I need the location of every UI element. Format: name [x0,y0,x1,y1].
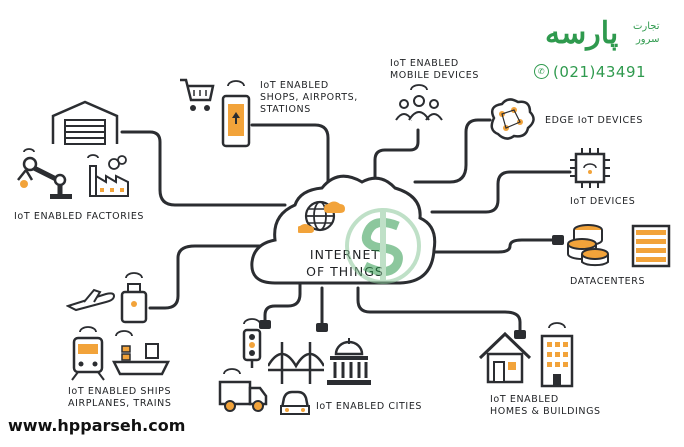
globe-icon [298,200,345,233]
label-mobile-line1: IoT ENABLED [390,58,459,69]
label-cities: IoT ENABLED CITIES [316,401,423,412]
car-icon [280,390,310,415]
label-mobile-line2: MOBILE DEVICES [390,70,479,81]
label-homes: IoT ENABLED HOMES & BUILDINGS [490,394,601,418]
database-icon [567,224,609,267]
cloud-title-line1: INTERNET [309,247,381,262]
airplane-icon [66,288,116,312]
phone-number: ✆ (021)43491 [534,63,647,81]
label-edge: EDGE IoT DEVICES [545,115,644,126]
label-homes-line2: HOMES & BUILDINGS [490,406,601,417]
brand-subtitle: تجارت سرور [633,20,660,46]
label-factories: IoT ENABLED FACTORIES [14,211,145,222]
house-icon [478,331,532,384]
warehouse-icon [51,100,119,145]
brand-name: پارسه [545,16,619,51]
bridge-icon [268,342,324,384]
ship-icon [112,330,171,376]
people-group-icon [395,84,443,121]
cloud-shape [250,174,437,285]
label-iot-devices: IoT DEVICES [570,196,636,207]
label-datacenters: DATACENTERS [570,276,646,287]
luggage-icon [120,272,148,324]
label-shops-line3: STATIONS [260,104,311,115]
server-rack-icon [631,224,671,268]
label-transport: IoT ENABLED SHIPS AIRPLANES, TRAINS [68,386,171,410]
phone-text: (021)43491 [553,63,647,81]
smartphone-icon [221,80,251,148]
label-transport-line2: AIRPLANES, TRAINS [68,398,172,409]
label-mobile: IoT ENABLED MOBILE DEVICES [390,58,479,82]
brand-subtitle-line1: تجارت [633,21,660,32]
label-shops-line2: SHOPS, AIRPORTS, [260,92,358,103]
label-shops: IoT ENABLED SHOPS, AIRPORTS, STATIONS [260,80,358,116]
chip-icon [570,148,610,188]
label-homes-line1: IoT ENABLED [490,394,559,405]
traffic-light-icon [242,318,262,368]
truck-icon [218,368,268,412]
robot-arm-icon [17,148,72,199]
brain-network-icon [490,98,535,140]
label-shops-line1: IoT ENABLED [260,80,329,91]
phone-icon: ✆ [534,64,549,79]
brand-subtitle-line2: سرور [635,34,660,45]
factory-icon [87,154,129,197]
watermark-logo-icon [345,208,421,284]
website-url: www.hpparseh.com [8,416,186,435]
label-transport-line1: IoT ENABLED SHIPS [68,386,172,397]
government-building-icon [327,338,371,385]
train-icon [71,326,105,381]
shopping-cart-icon [180,78,215,111]
office-building-icon [540,322,574,388]
